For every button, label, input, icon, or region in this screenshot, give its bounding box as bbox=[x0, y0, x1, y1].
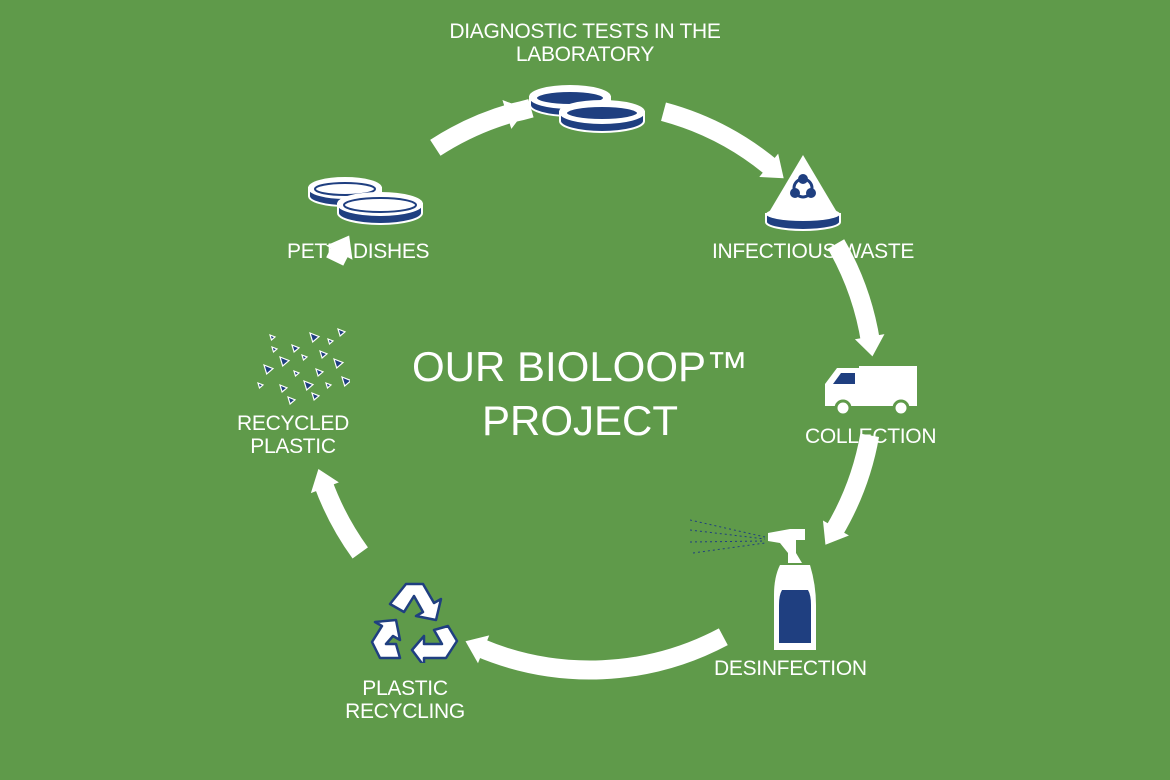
arrow-head bbox=[502, 100, 527, 129]
plastic-fragment bbox=[319, 349, 329, 360]
label-plastic-recycling: PLASTIC RECYCLING bbox=[340, 677, 470, 723]
ring-segment bbox=[475, 628, 728, 680]
arrow-head bbox=[759, 153, 784, 179]
plastic-fragment bbox=[301, 353, 309, 362]
plastic-fragment bbox=[311, 391, 321, 402]
label-line: RECYCLED bbox=[237, 412, 349, 435]
label-collection: COLLECTION bbox=[805, 425, 937, 448]
plastic-fragment bbox=[309, 331, 321, 344]
plastic-fragment bbox=[287, 395, 297, 405]
petri-dishes-lab-icon bbox=[529, 85, 645, 133]
plastic-fragment bbox=[327, 337, 335, 346]
arrow-head bbox=[822, 520, 849, 545]
label-desinfection: DESINFECTION bbox=[714, 657, 867, 680]
biohazard-waste-icon bbox=[765, 155, 841, 231]
label-recycled-plastic: RECYCLED PLASTIC bbox=[228, 412, 358, 458]
recycle-icon bbox=[370, 582, 459, 663]
plastic-fragment bbox=[333, 357, 345, 370]
arrow-head bbox=[325, 235, 353, 260]
label-infectious-waste: INFECTIOUS WASTE bbox=[712, 240, 915, 263]
plastic-fragment bbox=[271, 345, 279, 354]
plastic-fragment bbox=[279, 383, 289, 394]
label-line: PLASTIC bbox=[362, 677, 448, 700]
page-title: OUR BIOLOOP™ PROJECT bbox=[380, 340, 780, 448]
arrow-head bbox=[854, 334, 885, 357]
ring-segment bbox=[430, 103, 515, 156]
label-line: LABORATORY bbox=[515, 43, 655, 66]
plastic-fragment bbox=[325, 381, 333, 390]
plastic-fragment bbox=[315, 367, 325, 378]
plastic-fragment bbox=[257, 381, 265, 390]
ring-segment bbox=[660, 102, 779, 176]
arrow-head bbox=[465, 635, 490, 664]
plastic-fragments-icon bbox=[257, 327, 350, 405]
title-line: PROJECT bbox=[481, 397, 678, 444]
plastic-fragment bbox=[263, 363, 275, 376]
ring-segment bbox=[825, 433, 880, 538]
plastic-fragment bbox=[341, 375, 350, 388]
truck-icon bbox=[825, 366, 917, 417]
arrow-head bbox=[310, 469, 339, 494]
plastic-fragment bbox=[303, 379, 315, 392]
label-line: PLASTIC bbox=[250, 435, 336, 458]
title-line: OUR BIOLOOP™ bbox=[411, 343, 749, 390]
label-line: DIAGNOSTIC TESTS IN THE bbox=[449, 20, 721, 43]
plastic-fragment bbox=[337, 327, 347, 338]
label-diagnostic-tests: DIAGNOSTIC TESTS IN THE LABORATORY bbox=[420, 20, 750, 66]
plastic-fragment bbox=[269, 333, 277, 342]
plastic-fragment bbox=[291, 343, 301, 354]
label-petri-dishes: PETRI DISHES bbox=[287, 240, 430, 263]
ring-segment bbox=[827, 239, 880, 344]
plastic-fragment bbox=[279, 355, 291, 368]
plastic-fragment bbox=[293, 369, 301, 378]
spray-bottle-icon bbox=[690, 519, 816, 650]
ring-segment bbox=[314, 479, 369, 559]
label-line: RECYCLING bbox=[345, 700, 465, 723]
petri-dishes-icon bbox=[308, 177, 423, 225]
